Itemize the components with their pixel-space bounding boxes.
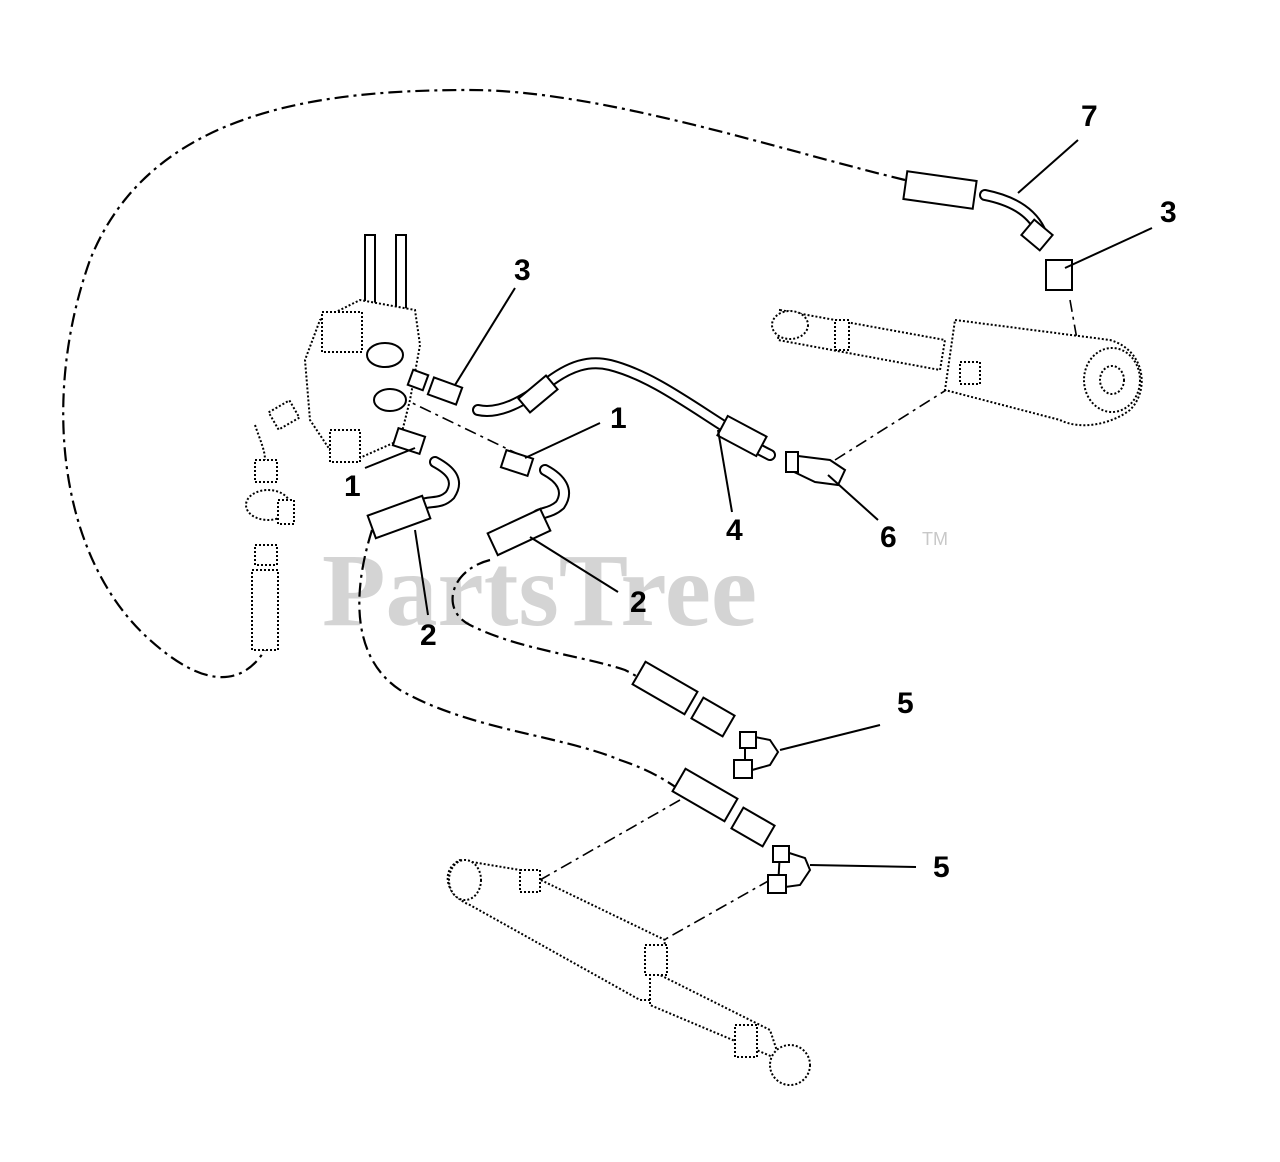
callout-5-lower: 5 bbox=[933, 851, 950, 884]
cylinder-top bbox=[771, 308, 1143, 427]
callout-2-left: 2 bbox=[420, 619, 437, 652]
centerline-fitting-3 bbox=[1069, 299, 1079, 346]
left-fittings bbox=[245, 398, 301, 651]
elbow-fittings-5 bbox=[733, 731, 812, 894]
callout-1-left: 1 bbox=[344, 470, 361, 503]
fitting-3-upper bbox=[1045, 259, 1073, 291]
callout-3-upper: 3 bbox=[1160, 196, 1177, 229]
centerline-cyl-bottom-1 bbox=[539, 799, 681, 881]
callout-5-upper: 5 bbox=[897, 687, 914, 720]
hoses-2 bbox=[366, 456, 570, 557]
watermark-trademark: TM bbox=[922, 529, 948, 549]
callout-6: 6 bbox=[880, 521, 897, 554]
callout-7: 7 bbox=[1081, 100, 1098, 133]
elbow-fitting-6 bbox=[785, 451, 847, 487]
hose-loop-left bbox=[62, 88, 906, 679]
cylinder-bottom bbox=[446, 858, 811, 1086]
callouts: 7 3 3 1 1 4 6 2 2 5 5 bbox=[344, 100, 1177, 884]
hose-7 bbox=[902, 170, 1055, 252]
hose-4 bbox=[472, 357, 776, 461]
callout-3-left: 3 bbox=[514, 254, 531, 287]
fittings-1 bbox=[391, 426, 535, 478]
callout-1-right: 1 bbox=[610, 402, 627, 435]
hose-dash-lower-2 bbox=[451, 558, 642, 681]
callout-4: 4 bbox=[726, 514, 743, 547]
watermark: PartsTree TM bbox=[322, 529, 948, 648]
fitting-3-left bbox=[406, 368, 464, 406]
watermark-text: PartsTree bbox=[322, 533, 757, 648]
hose-dash-lower-1 bbox=[358, 529, 681, 791]
leader-lines bbox=[364, 139, 1153, 868]
centerline-cyl-bottom-2 bbox=[654, 879, 771, 946]
control-valve bbox=[303, 234, 422, 463]
callout-2-right: 2 bbox=[630, 586, 647, 619]
lower-hoses bbox=[631, 660, 776, 848]
